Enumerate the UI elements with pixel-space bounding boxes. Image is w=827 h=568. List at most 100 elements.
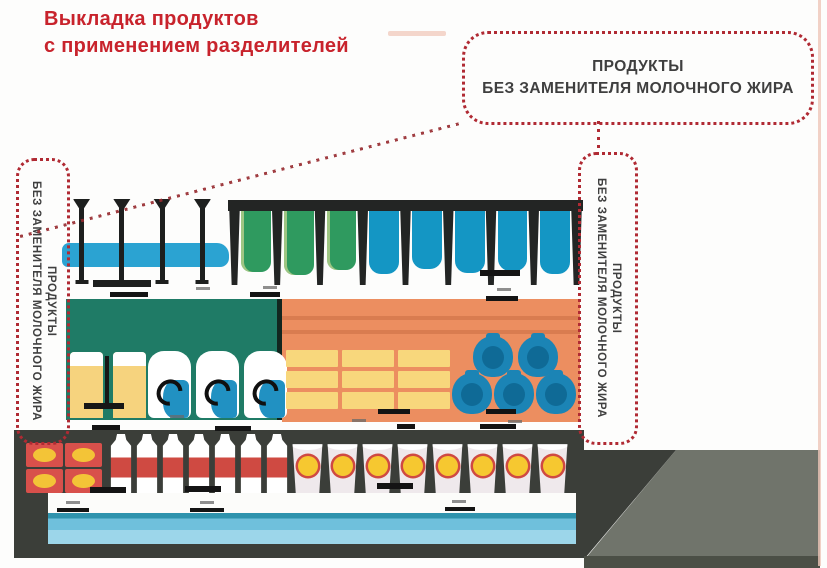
cheese-box xyxy=(26,469,63,493)
shelf-divider-stem xyxy=(105,356,109,404)
side-label-left-text: ПРОДУКТЫ БЕЗ ЗАМЕНИТЕЛЯ МОЛОЧНОГО ЖИРА xyxy=(28,181,58,421)
cheese-wheel xyxy=(494,373,534,414)
callout-line2: БЕЗ ЗАМЕНИТЕЛЯ МОЛОЧНОГО ЖИРА xyxy=(482,80,794,97)
tiny-label-mark xyxy=(352,419,366,422)
divider-base-mark xyxy=(185,486,221,492)
yogurt-cup xyxy=(502,444,533,493)
cheese-wheel xyxy=(536,373,576,414)
shelf-divider-wide xyxy=(314,211,326,285)
tiny-label-mark xyxy=(263,286,277,289)
butter-pack xyxy=(342,392,394,409)
price-tag-mark xyxy=(110,292,148,297)
top-shelf-products-row xyxy=(228,211,583,285)
cheese-box xyxy=(65,443,102,467)
tiny-label-mark xyxy=(452,500,466,503)
shelf-divider-wide xyxy=(229,211,240,285)
scan-artifact xyxy=(388,31,446,36)
divider-base-mark xyxy=(480,270,520,276)
cooler-front-band xyxy=(48,513,576,544)
cheese-wheel xyxy=(452,373,492,414)
callout-bubble: ПРОДУКТЫ БЕЗ ЗАМЕНИТЕЛЯ МОЛОЧНОГО ЖИРА xyxy=(462,31,814,125)
price-tag-mark xyxy=(486,296,518,301)
divider-base-mark xyxy=(90,487,126,493)
milk-bottle xyxy=(162,434,184,493)
side-label-left: ПРОДУКТЫ БЕЗ ЗАМЕНИТЕЛЯ МОЛОЧНОГО ЖИРА xyxy=(16,158,70,445)
shelf-divider-wide xyxy=(272,211,283,285)
butter-pack xyxy=(398,350,450,367)
shelf-divider-wide xyxy=(528,211,539,285)
tiny-label-mark xyxy=(200,501,214,504)
page-title-line1: Выкладка продуктов xyxy=(44,8,259,30)
price-tag-mark xyxy=(397,424,415,429)
product-pack-green xyxy=(283,211,314,275)
butter-pack xyxy=(286,392,338,409)
shelf-divider-wide xyxy=(443,211,454,285)
callout-line1: ПРОДУКТЫ xyxy=(592,58,684,75)
product-pack-blue xyxy=(412,211,442,269)
side-label-left-line2: БЕЗ ЗАМЕНИТЕЛЯ МОЛОЧНОГО ЖИРА xyxy=(30,181,42,422)
tiny-label-mark xyxy=(508,420,522,423)
price-tag-mark xyxy=(486,409,516,414)
page-title-line2: с применением разделителей xyxy=(44,35,349,57)
side-label-left-line1: ПРОДУКТЫ xyxy=(44,266,57,337)
milk-bottle xyxy=(110,434,132,493)
yogurt-cup xyxy=(432,444,463,493)
yogurt-cup xyxy=(327,444,358,493)
product-pack-blue xyxy=(369,211,399,274)
tiny-label-mark xyxy=(196,287,210,290)
page-edge-line xyxy=(818,0,821,566)
butter-pack xyxy=(342,371,394,388)
divider-base-mark xyxy=(84,403,124,409)
butter-pack xyxy=(398,392,450,409)
milk-bottle xyxy=(214,434,236,493)
yogurt-cup xyxy=(537,444,568,493)
price-tag-mark xyxy=(378,409,410,414)
price-tag-mark xyxy=(480,424,516,429)
milk-jug xyxy=(244,351,287,418)
cheese-wheels-top-row xyxy=(473,336,558,377)
price-tag-mark xyxy=(215,426,251,431)
page-title: Выкладка продуктов с применением раздели… xyxy=(44,6,349,60)
red-boxes-grid xyxy=(26,443,102,493)
milk-jug xyxy=(196,351,239,418)
shelf-divider-thin xyxy=(199,200,205,284)
product-pack-green xyxy=(326,211,357,270)
price-tag-mark xyxy=(445,507,475,511)
cups-row xyxy=(292,440,568,493)
thin-dividers-row xyxy=(79,200,205,285)
shelf-divider-wide xyxy=(571,211,582,285)
floor-base-band xyxy=(584,556,820,568)
milk-bottle xyxy=(240,434,262,493)
tiny-label-mark xyxy=(66,501,80,504)
cheese-box xyxy=(26,443,63,467)
yogurt-cup xyxy=(467,444,498,493)
cheese-wheel xyxy=(473,336,513,377)
product-pack-blue xyxy=(454,211,485,273)
tiny-label-mark xyxy=(497,288,511,291)
shelf-divider-wide xyxy=(357,211,368,285)
milk-bottle xyxy=(266,434,288,493)
side-label-right-line1: ПРОДУКТЫ xyxy=(609,263,622,334)
milk-jug xyxy=(148,351,191,418)
butter-pack xyxy=(342,350,394,367)
side-label-right: ПРОДУКТЫ БЕЗ ЗАМЕНИТЕЛЯ МОЛОЧНОГО ЖИРА xyxy=(578,152,638,445)
side-label-right-text: ПРОДУКТЫ БЕЗ ЗАМЕНИТЕЛЯ МОЛОЧНОГО ЖИРА xyxy=(593,178,623,418)
orange-stripe xyxy=(282,330,580,334)
top-shelf-rail xyxy=(228,200,583,211)
milk-bottle xyxy=(136,434,158,493)
side-label-right-line2: БЕЗ ЗАМЕНИТЕЛЯ МОЛОЧНОГО ЖИРА xyxy=(595,178,607,419)
butter-pack xyxy=(398,371,450,388)
milk-bottle xyxy=(188,434,210,493)
butter-pack-grid xyxy=(286,350,450,409)
butter-pack xyxy=(286,371,338,388)
yogurt-cup xyxy=(292,444,323,493)
price-tag-mark xyxy=(57,508,89,512)
tiny-label-mark xyxy=(170,415,184,418)
product-pack-green xyxy=(241,211,271,272)
bottom-shelf-board xyxy=(48,493,576,513)
callout-tail-line xyxy=(597,121,600,153)
bottles-row xyxy=(110,434,288,493)
product-pack-blue xyxy=(540,211,570,274)
shelf-divider-thin xyxy=(159,200,165,284)
